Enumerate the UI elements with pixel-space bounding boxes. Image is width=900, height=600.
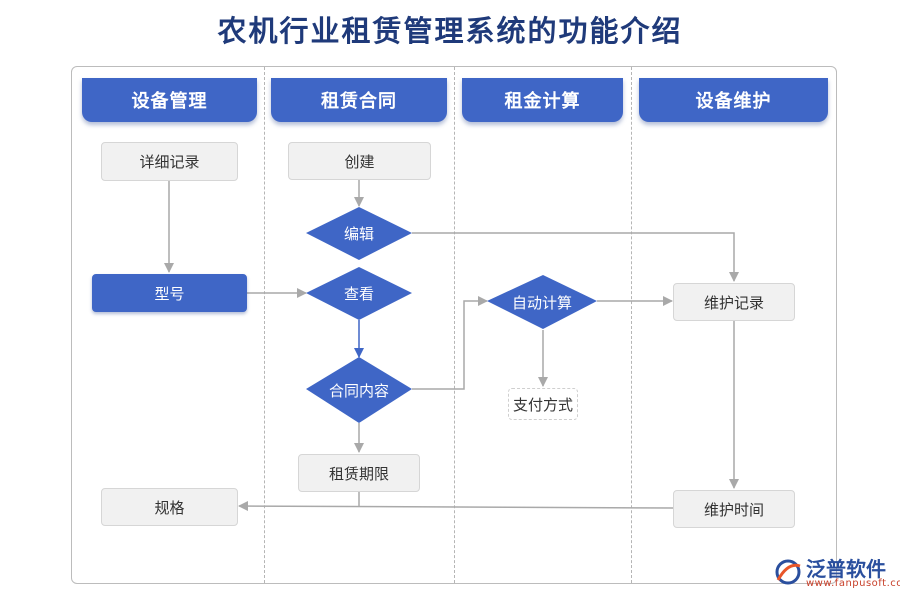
lane-separator bbox=[631, 67, 632, 583]
swimlane-frame bbox=[71, 66, 837, 584]
lane-separator bbox=[264, 67, 265, 583]
lane-header-contract: 租赁合同 bbox=[271, 78, 447, 122]
lane-header-rent-calc: 租金计算 bbox=[462, 78, 623, 122]
brand-logo-icon bbox=[775, 559, 801, 585]
diamond-contract-content bbox=[306, 357, 412, 423]
connector-maint-time-to-spec bbox=[238, 501, 674, 512]
lane-separator bbox=[454, 67, 455, 583]
diamond-view bbox=[306, 267, 412, 320]
lane-header-equipment: 设备管理 bbox=[82, 78, 257, 122]
brand-name: 泛普软件 bbox=[806, 557, 886, 581]
node-detail-record: 详细记录 bbox=[101, 142, 238, 181]
page-title: 农机行业租赁管理系统的功能介绍 bbox=[217, 14, 683, 48]
node-maint-record: 维护记录 bbox=[673, 283, 795, 321]
connector-edit-to-maint-record bbox=[412, 232, 739, 282]
node-rental-term: 租赁期限 bbox=[298, 454, 420, 492]
node-model: 型号 bbox=[92, 274, 247, 312]
node-payment-method: 支付方式 bbox=[508, 388, 578, 420]
node-maint-time: 维护时间 bbox=[673, 490, 795, 528]
lane-header-maintenance: 设备维护 bbox=[639, 78, 828, 122]
connector-contract-to-auto-calc bbox=[412, 296, 488, 390]
node-spec: 规格 bbox=[101, 488, 238, 526]
node-create: 创建 bbox=[288, 142, 431, 180]
brand-url: www.fanpusoft.com bbox=[806, 578, 900, 589]
diamond-auto-calc bbox=[487, 275, 597, 329]
diamond-edit bbox=[306, 207, 412, 260]
